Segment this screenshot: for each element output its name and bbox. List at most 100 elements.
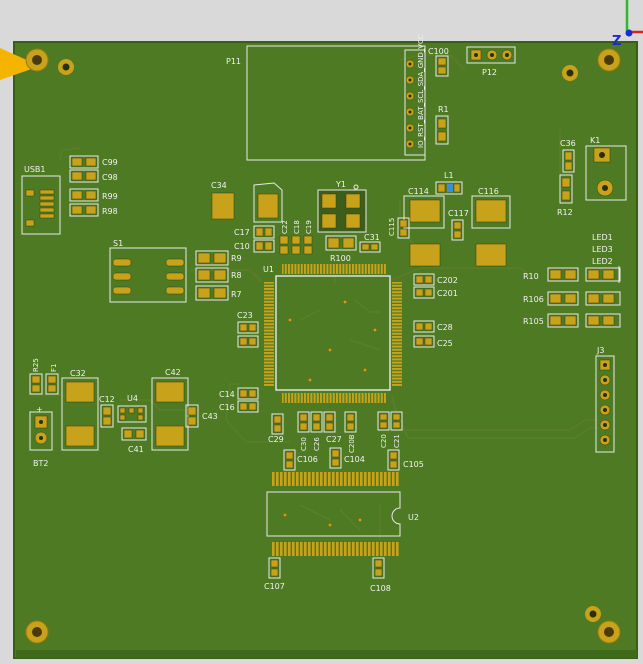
component-c201[interactable]: C201 <box>413 286 458 299</box>
component-r25[interactable]: R25 <box>29 358 43 395</box>
component-c115[interactable]: C115 <box>388 217 410 239</box>
component-c99[interactable]: C99 <box>69 155 118 169</box>
label-c41: C41 <box>128 445 144 454</box>
component-c108[interactable]: C108 <box>370 557 391 593</box>
component-c116[interactable]: C116 <box>471 187 511 267</box>
component-led1[interactable] <box>585 313 621 328</box>
component-c98[interactable]: C98 <box>69 169 118 183</box>
label-c20b: C20B <box>348 434 356 453</box>
component-c32[interactable]: C32 <box>61 369 99 451</box>
component-c117[interactable]: C117 <box>448 209 469 241</box>
component-p11[interactable]: P11 IO_RST_BAT_SCL_SDA_GND_VCC <box>226 34 426 161</box>
component-u4[interactable]: U4 <box>117 394 147 423</box>
mounting-hole-tl <box>25 48 49 72</box>
component-p12[interactable]: P12 <box>466 46 516 77</box>
component-c10[interactable]: C10 <box>234 239 275 253</box>
label-r12: R12 <box>557 208 573 217</box>
u2-pins-bottom <box>272 542 400 556</box>
component-c104[interactable]: C104 <box>329 447 365 469</box>
component-l1[interactable]: L1 <box>435 171 463 195</box>
component-c106[interactable]: C106 <box>283 449 318 471</box>
component-k1[interactable]: K1 <box>585 136 627 201</box>
component-led3[interactable] <box>585 291 621 306</box>
component-c42[interactable]: C42 <box>151 368 189 451</box>
component-c28[interactable]: C28 <box>413 320 453 333</box>
component-c-large-1[interactable] <box>253 182 283 223</box>
component-c107[interactable]: C107 <box>264 557 285 591</box>
component-r98[interactable]: R98 <box>69 203 118 217</box>
component-c114[interactable]: C114 <box>403 187 445 267</box>
u1-pins-top <box>282 264 386 274</box>
component-r100[interactable]: R100 <box>325 235 357 263</box>
label-c117: C117 <box>448 209 469 218</box>
component-c27[interactable]: C27 <box>323 411 342 444</box>
component-r7[interactable]: R7 <box>195 285 242 301</box>
component-c20[interactable]: C20 <box>377 411 390 448</box>
label-c12: C12 <box>99 395 115 404</box>
p11-pins <box>405 59 415 149</box>
component-s1[interactable]: S1 <box>109 239 187 303</box>
label-r8: R8 <box>231 271 242 280</box>
label-c106: C106 <box>297 455 318 464</box>
component-c16[interactable]: C16 <box>219 400 259 413</box>
component-r1[interactable]: R1 <box>435 105 449 145</box>
component-c34[interactable]: C34 <box>211 181 235 220</box>
component-bt2[interactable]: + BT2 <box>29 405 53 468</box>
component-r105[interactable]: R105 <box>523 313 579 328</box>
component-j3[interactable]: J3 <box>595 346 615 453</box>
component-c29[interactable]: C29 <box>268 413 284 444</box>
component-c25[interactable]: C25 <box>413 335 453 348</box>
component-c21[interactable]: C21 <box>390 411 403 448</box>
component-c100[interactable]: C100 <box>428 47 449 77</box>
label-u1: U1 <box>263 265 274 274</box>
label-s1: S1 <box>113 239 123 248</box>
component-c41[interactable]: C41 <box>121 427 147 454</box>
axis-triad[interactable]: Z <box>612 0 643 49</box>
component-f1[interactable]: F1 <box>45 364 59 395</box>
component-y1[interactable]: Y1 <box>317 180 367 233</box>
component-c22[interactable]: C22 <box>279 220 289 255</box>
component-c36[interactable]: C36 <box>560 139 576 173</box>
mounting-hole-bl <box>25 620 49 644</box>
component-c31[interactable]: C31 <box>359 233 381 253</box>
component-r8[interactable]: R8 <box>195 267 242 283</box>
component-r9[interactable]: R9 <box>195 250 242 266</box>
component-c17[interactable]: C17 <box>234 225 275 239</box>
component-c26[interactable]: C26 <box>310 411 323 451</box>
label-c116: C116 <box>478 187 499 196</box>
component-u1[interactable]: U1 <box>263 264 402 403</box>
component-c43[interactable]: C43 <box>185 404 218 428</box>
small-hole-3 <box>585 606 601 622</box>
component-c202[interactable]: C202 <box>413 273 458 286</box>
label-c29: C29 <box>268 435 284 444</box>
label-r10: R10 <box>523 272 539 281</box>
component-c19[interactable]: C19 <box>303 220 313 255</box>
label-c32: C32 <box>70 369 86 378</box>
component-r99[interactable]: R99 <box>69 188 118 202</box>
component-c14[interactable]: C14 <box>219 387 259 400</box>
component-c18[interactable]: C18 <box>291 220 301 255</box>
label-c28: C28 <box>437 323 453 332</box>
component-usb1[interactable]: USB1 <box>21 165 61 235</box>
component-c30[interactable]: C30 <box>297 411 310 451</box>
component-c23[interactable]: C23 <box>237 311 259 348</box>
component-r12[interactable]: R12 <box>557 174 573 217</box>
component-r106[interactable]: R106 <box>523 291 579 306</box>
component-c105[interactable]: C105 <box>387 449 424 471</box>
component-c20b[interactable]: C20B <box>344 411 357 453</box>
label-c20: C20 <box>380 434 388 448</box>
component-c12[interactable]: C12 <box>99 395 115 428</box>
component-u2[interactable]: U2 <box>266 472 419 556</box>
label-c36: C36 <box>560 139 576 148</box>
u1-pins-right <box>392 282 402 386</box>
component-r10[interactable]: R10 <box>523 267 579 282</box>
label-c43: C43 <box>202 412 218 421</box>
label-c17: C17 <box>234 228 250 237</box>
label-c201: C201 <box>437 289 458 298</box>
component-led2[interactable] <box>585 266 621 283</box>
label-r100: R100 <box>330 254 351 263</box>
label-c99: C99 <box>102 158 118 167</box>
label-y1: Y1 <box>335 180 346 189</box>
